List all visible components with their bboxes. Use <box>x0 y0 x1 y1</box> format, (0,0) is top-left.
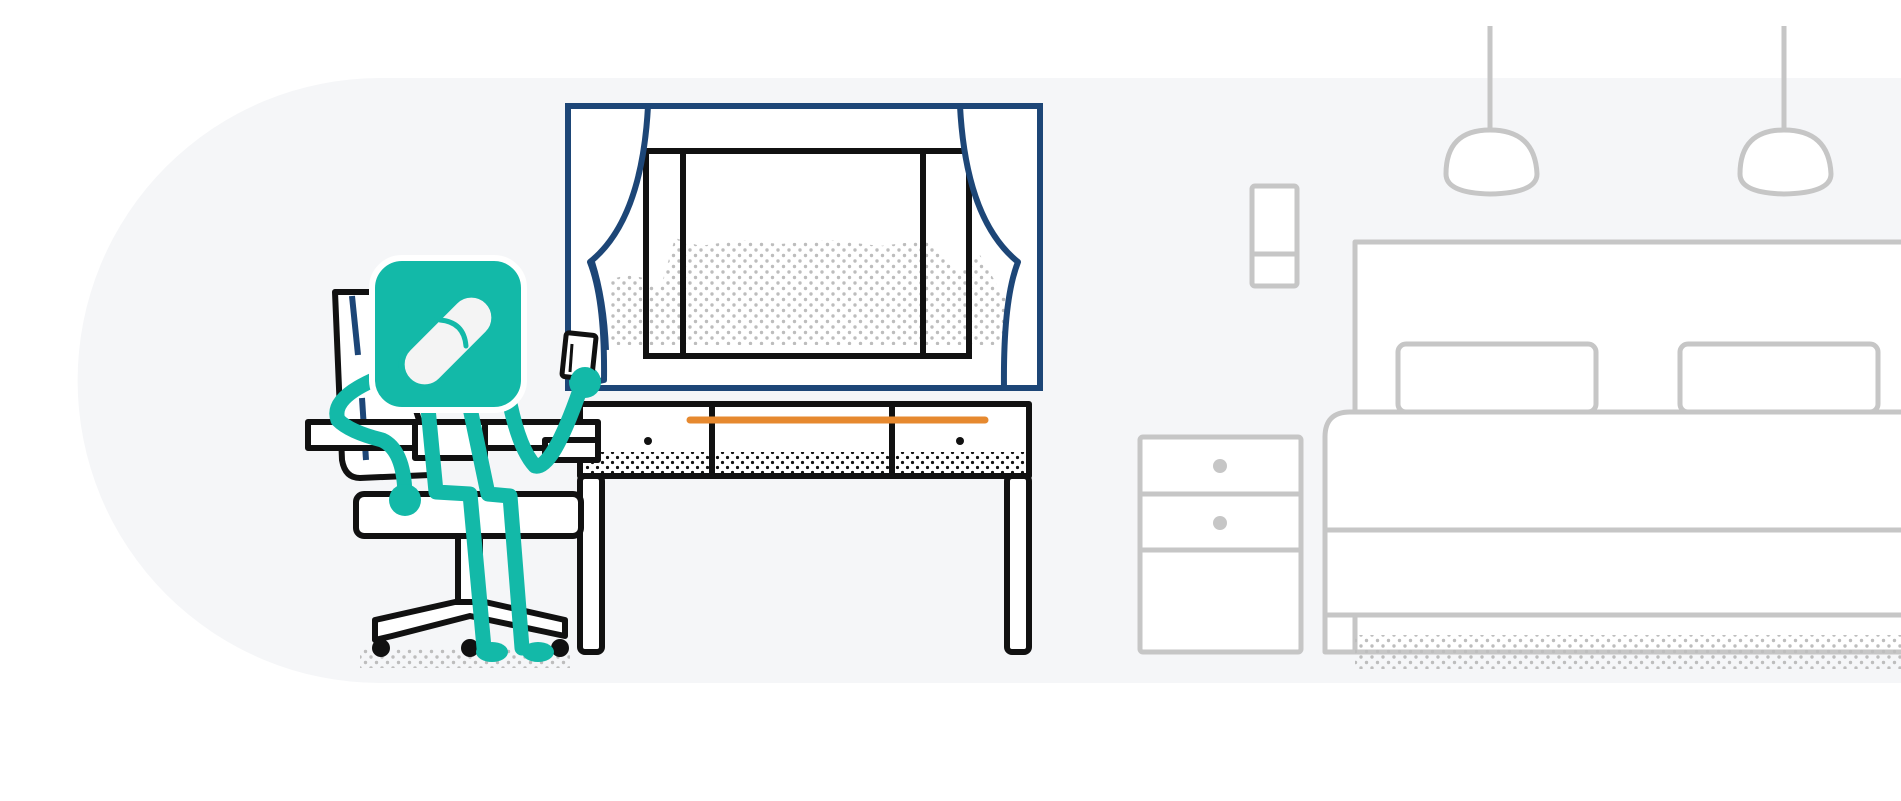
bed-floor-dots <box>1355 635 1901 669</box>
bedroom-faded <box>1137 26 1901 655</box>
bed <box>1322 239 1901 655</box>
curtain-left-lower <box>589 261 609 351</box>
pill-mascot <box>329 255 601 662</box>
light-switch <box>1249 183 1300 289</box>
pendant-lamp-left <box>1443 26 1540 197</box>
window <box>565 103 1043 391</box>
curtain-right <box>957 103 1043 391</box>
desk <box>577 401 1032 655</box>
nightstand <box>1137 434 1304 655</box>
pendant-lamp-right <box>1737 26 1834 197</box>
